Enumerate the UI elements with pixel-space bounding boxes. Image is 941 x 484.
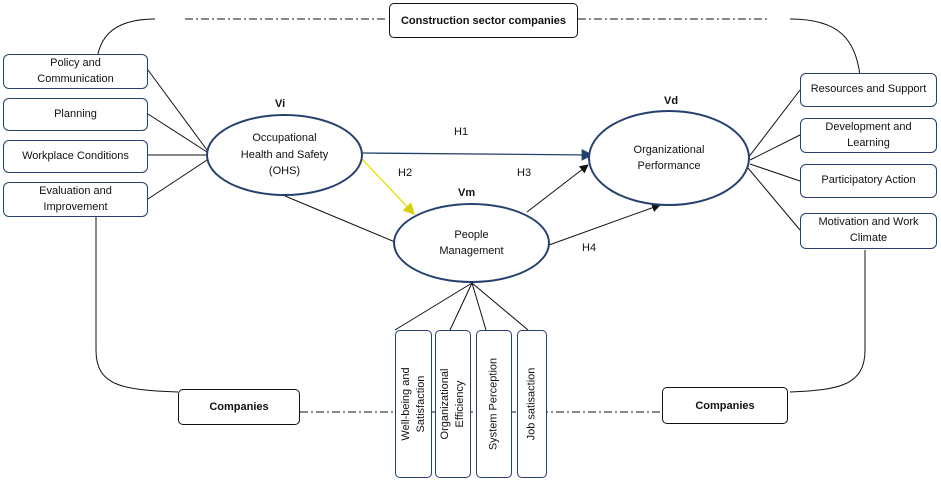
label-h4: H4 (582, 242, 597, 254)
header-construction-sector: Construction sector companies (389, 3, 578, 38)
box-system-perception: System Perception (476, 330, 512, 478)
h4-arrow (548, 203, 661, 246)
h2-arrow (361, 158, 415, 215)
footer-companies-left: Companies (178, 389, 300, 425)
box-motivation-work-climate: Motivation and Work Climate (800, 213, 937, 249)
footer-companies-right: Companies (662, 387, 788, 424)
box-evaluation-improvement: Evaluation and Improvement (3, 182, 148, 217)
box-job-satisfaction: Job satisaction (517, 330, 547, 478)
box-planning: Planning (3, 98, 148, 131)
h1-arrow (361, 149, 594, 161)
box-resources-support: Resources and Support (800, 73, 937, 107)
right-connectors (747, 89, 801, 231)
box-workplace-conditions: Workplace Conditions (3, 140, 148, 173)
tag-vi: Vi (275, 98, 286, 110)
box-system-perception-label: System Perception (487, 357, 500, 451)
left-connectors (147, 69, 208, 200)
label-h2: H2 (398, 167, 413, 179)
label-h1: H1 (454, 126, 469, 138)
node-organizational-performance: Organizational Performance (588, 110, 750, 206)
bottom-connectors (394, 282, 529, 331)
box-well-being-satisfaction: Well-being and Satisfaction (395, 330, 432, 478)
tag-vm: Vm (458, 187, 476, 199)
node-people-management: People Management (393, 203, 550, 283)
box-well-being-satisfaction-label: Well-being and Satisfaction (399, 367, 427, 441)
box-job-satisfaction-label: Job satisaction (525, 367, 538, 441)
ohs-people-line (284, 195, 396, 243)
node-occupational-health-safety: Occupational Health and Safety (OHS) (206, 114, 363, 196)
tag-vd: Vd (664, 95, 679, 107)
box-organizational-efficiency: Organizational Efficiency (435, 330, 471, 478)
box-organizational-efficiency-label: Organizational Efficiency (439, 368, 466, 440)
label-h3: H3 (517, 167, 532, 179)
h3-arrow (526, 164, 589, 213)
box-development-learning: Development and Learning (800, 118, 937, 153)
box-participatory-action: Participatory Action (800, 164, 937, 198)
box-policy-communication: Policy and Communication (3, 54, 148, 89)
